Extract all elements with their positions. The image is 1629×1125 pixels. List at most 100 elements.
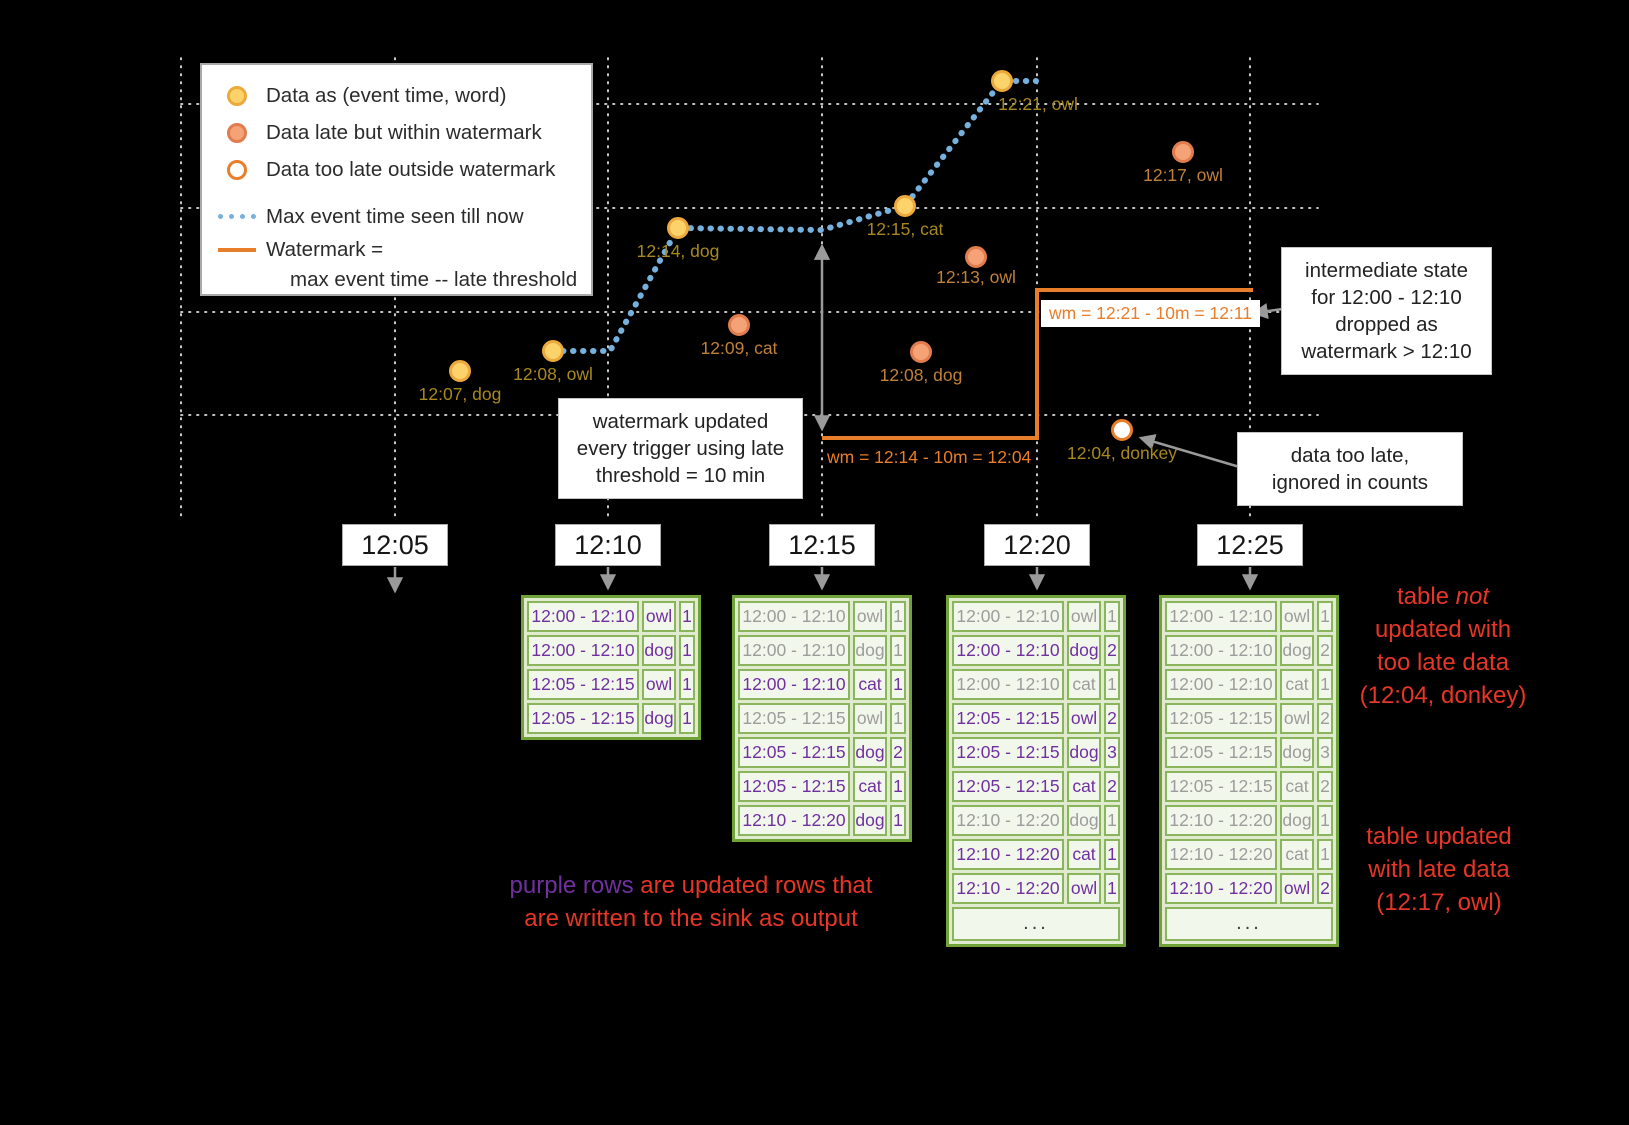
late-dot-icon [216, 122, 258, 143]
max-event-time-line [550, 78, 1039, 354]
count-cell: 1 [890, 635, 906, 666]
late-dot-icon [965, 246, 987, 268]
count-cell: 2 [1104, 635, 1120, 666]
on-time-dot-icon [991, 70, 1013, 92]
table-row: 12:00 - 12:10 cat 1 [952, 669, 1120, 700]
word-cell: owl [1067, 873, 1101, 904]
on-time-dot-icon [894, 195, 916, 217]
on-time-dot-icon [449, 360, 471, 382]
window-cell: 12:00 - 12:10 [1165, 669, 1277, 700]
trigger-time-label: 12:05 [361, 529, 429, 560]
trigger-time-label: 12:10 [574, 529, 642, 560]
word-cell: dog [642, 703, 676, 734]
trigger-time-label: 12:15 [788, 529, 856, 560]
too-late-dot-icon [1111, 419, 1133, 441]
annotation-line: (12:04, donkey) [1359, 682, 1527, 710]
word-cell: dog [1067, 737, 1101, 768]
window-cell: 12:00 - 12:10 [1165, 601, 1277, 632]
legend-item: Data late but within watermark [202, 114, 591, 151]
event-label: 12:13, owl [936, 267, 1016, 287]
word-cell: dog [1280, 805, 1314, 836]
word-cell: owl [1280, 601, 1314, 632]
count-cell: 1 [890, 669, 906, 700]
event-label: 12:14, dog [636, 241, 720, 261]
orange-line-icon [216, 248, 258, 252]
annotation-purple-rows: purple rows are updated rows that are wr… [488, 869, 894, 935]
table-row: 12:00 - 12:10 owl 1 [952, 601, 1120, 632]
count-cell: 1 [890, 771, 906, 802]
table-row-updated: 12:00 - 12:10 dog 2 [952, 635, 1120, 666]
callout-watermark-update: watermark updated every trigger using la… [558, 398, 803, 500]
table-row: 12:00 - 12:10 owl 1 [527, 601, 695, 632]
trigger-time-box: 12:20 [984, 524, 1090, 566]
callout-line: watermark updated [592, 410, 769, 433]
event-label: 12:09, cat [700, 338, 778, 358]
table-row-updated: 12:10 - 12:20 dog 1 [738, 805, 906, 836]
legend-label-line2: max event time -- late threshold [290, 268, 578, 291]
trigger-time-box: 12:05 [342, 524, 448, 566]
table-ellipsis: ... [952, 907, 1120, 941]
table-row-updated: 12:05 - 12:15 cat 1 [738, 771, 906, 802]
table-row-updated: 12:10 - 12:20 cat 1 [952, 839, 1120, 870]
window-cell: 12:10 - 12:20 [1165, 805, 1277, 836]
window-cell: 12:05 - 12:15 [527, 703, 639, 734]
event-label: 12:08, owl [513, 364, 593, 384]
table-row: 12:00 - 12:10 owl 1 [738, 601, 906, 632]
callout-line: watermark > 12:10 [1301, 340, 1472, 364]
word-cell: cat [1067, 771, 1101, 802]
count-cell: 1 [679, 601, 695, 632]
watermark-value-label: wm = 12:14 - 10m = 12:04 [827, 447, 1032, 467]
table-row-updated: 12:00 - 12:10 cat 1 [738, 669, 906, 700]
result-table-12-10: 12:00 - 12:10 owl 1 12:00 - 12:10 dog 1 … [521, 595, 701, 740]
annotation-line: table updated [1366, 823, 1512, 850]
annotation-not-updated: table not updated with too late data (12… [1350, 580, 1536, 712]
purple-rows-highlight: purple rows [509, 872, 634, 899]
window-cell: 12:10 - 12:20 [952, 873, 1064, 904]
callout-too-late: data too late, ignored in counts [1237, 432, 1463, 507]
table-row-updated: 12:05 - 12:15 owl 2 [952, 703, 1120, 734]
count-cell: 1 [679, 669, 695, 700]
on-time-dot-icon [542, 340, 564, 362]
window-cell: 12:00 - 12:10 [952, 601, 1064, 632]
callout-intermediate-state: intermediate state for 12:00 - 12:10 dro… [1281, 247, 1492, 376]
word-cell: cat [853, 771, 887, 802]
window-cell: 12:05 - 12:15 [1165, 737, 1277, 768]
word-cell: owl [642, 601, 676, 632]
count-cell: 1 [1104, 669, 1120, 700]
table-row-updated: 12:05 - 12:15 cat 2 [952, 771, 1120, 802]
blue-dotted-line-icon [216, 214, 258, 219]
word-cell: cat [1067, 839, 1101, 870]
on-time-dot-icon [216, 85, 258, 106]
word-cell: cat [1280, 771, 1314, 802]
word-cell: owl [642, 669, 676, 700]
table-row: 12:05 - 12:15 cat 2 [1165, 771, 1333, 802]
count-cell: 1 [890, 601, 906, 632]
annotation-italic: not [1455, 583, 1490, 610]
legend-label: Data as (event time, word) [266, 83, 507, 107]
trigger-time-label: 12:25 [1216, 529, 1284, 560]
word-cell: owl [1280, 873, 1314, 904]
word-cell: dog [642, 635, 676, 666]
window-cell: 12:00 - 12:10 [527, 601, 639, 632]
word-cell: dog [1280, 737, 1314, 768]
gray-arrows [386, 243, 1291, 594]
result-table-12-15: 12:00 - 12:10 owl 1 12:00 - 12:10 dog 1 … [732, 595, 912, 842]
window-cell: 12:05 - 12:15 [738, 771, 850, 802]
callout-line: for 12:00 - 12:10 [1311, 286, 1462, 310]
window-cell: 12:00 - 12:10 [952, 635, 1064, 666]
window-cell: 12:05 - 12:15 [738, 737, 850, 768]
event-label: 12:21, owl [998, 94, 1078, 114]
callout-line: threshold = 10 min [595, 464, 766, 488]
word-cell: dog [1280, 635, 1314, 666]
count-cell: 2 [1104, 771, 1120, 802]
window-cell: 12:10 - 12:20 [952, 805, 1064, 836]
count-cell: 1 [1104, 805, 1120, 836]
annotation-text: are updated rows that [633, 872, 873, 899]
legend-label: Watermark = [266, 238, 384, 261]
event-label: 12:07, dog [418, 384, 502, 404]
table-row: 12:00 - 12:10 dog 1 [738, 635, 906, 666]
window-cell: 12:10 - 12:20 [738, 805, 850, 836]
table-row: 12:10 - 12:20 cat 1 [1165, 839, 1333, 870]
window-cell: 12:10 - 12:20 [1165, 873, 1277, 904]
count-cell: 2 [1104, 703, 1120, 734]
